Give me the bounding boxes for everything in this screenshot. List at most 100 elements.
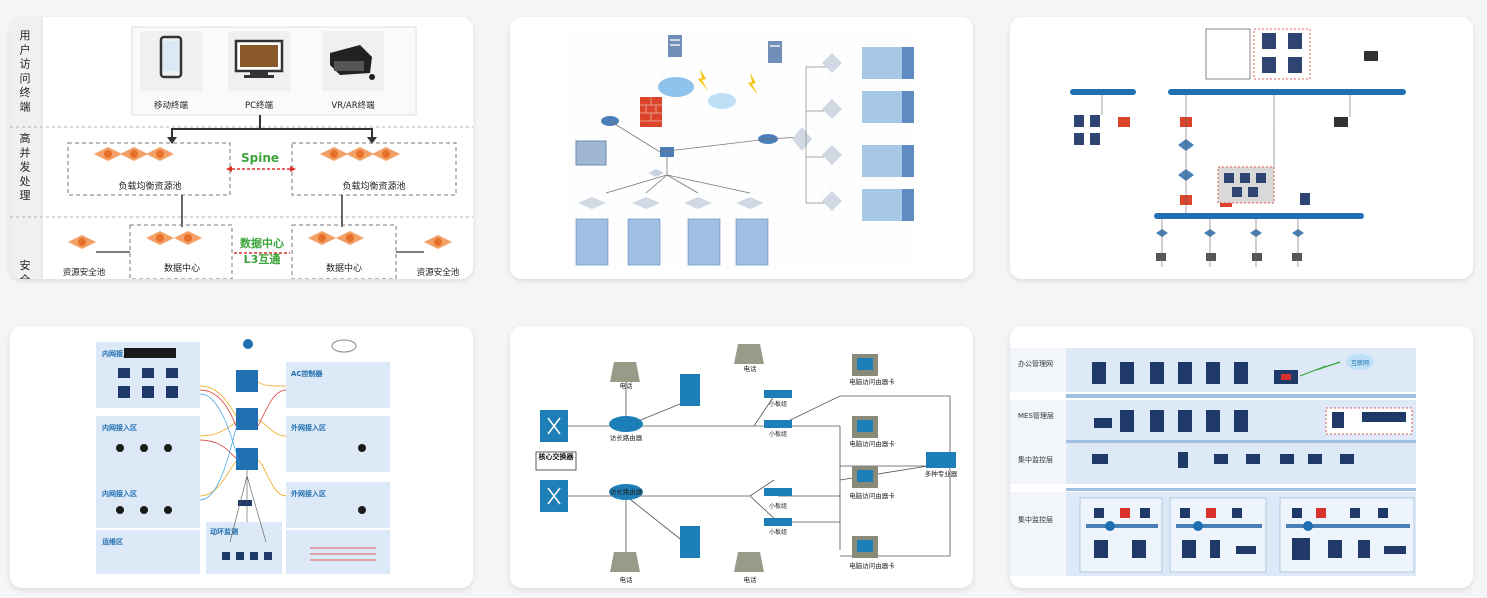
access-card-label-1: 电脑访问由器卡 bbox=[849, 377, 895, 386]
security-pool-label-left: 资源安全池 bbox=[63, 267, 106, 278]
phone-label-4: 电话 bbox=[744, 575, 758, 584]
layer-label-char: 用 bbox=[20, 29, 31, 42]
zone-label-env-monitor: 动环监测 bbox=[210, 527, 238, 536]
server-icon bbox=[768, 41, 782, 63]
monitor-icon bbox=[228, 31, 290, 91]
diagram-card-1[interactable]: 用户访问终端 高并发处理 安全 移动终端 PC终端 VR/AR终端 负载均衡 bbox=[10, 17, 473, 279]
layer-label-security: 安全 bbox=[20, 258, 31, 279]
data-center-icons bbox=[68, 231, 452, 249]
load-balancer-icons-left bbox=[94, 147, 174, 161]
network-diagram-3 bbox=[1070, 28, 1406, 267]
layer-label-char: 安 bbox=[20, 258, 31, 272]
switch-icon bbox=[660, 147, 674, 157]
server-icon bbox=[680, 526, 700, 558]
small-switch-label-2: 小板组 bbox=[769, 430, 787, 438]
server-group-left bbox=[1074, 115, 1100, 145]
architecture-diagram-1: 用户访问终端 高并发处理 安全 移动终端 PC终端 VR/AR终端 负载均衡 bbox=[10, 17, 473, 279]
field-devices bbox=[1094, 508, 1406, 560]
zone-label-intranet-3: 内网接入区 bbox=[102, 489, 137, 498]
phone-label-2: 电话 bbox=[744, 364, 758, 373]
lb-pool-label-right: 负载均衡资源池 bbox=[342, 180, 405, 192]
monitor-icon bbox=[1364, 51, 1378, 61]
access-card-computers bbox=[852, 354, 878, 558]
layer-label-char: 户 bbox=[20, 42, 31, 56]
industrial-network-diagram: 办公管理网 MES管理层 集中监控层 集中监控层 互联网 bbox=[1010, 348, 1416, 576]
layer-label-char: 处 bbox=[20, 175, 31, 188]
router-label-2: 访长路由器 bbox=[610, 487, 643, 496]
sensor-icons bbox=[222, 552, 272, 560]
access-card-label-4: 电脑访问由器卡 bbox=[849, 561, 895, 570]
server-cluster-top bbox=[1262, 33, 1302, 73]
layer-label-user-access: 用户访问终端 bbox=[20, 29, 31, 114]
layer-label-char: 访 bbox=[20, 58, 31, 71]
dc-label-right: 数据中心 bbox=[326, 262, 362, 274]
lb-pool-label-left: 负载均衡资源池 bbox=[118, 180, 181, 192]
zone-label-extranet-2: 外网接入区 bbox=[291, 489, 326, 498]
dc-link-label-2: L3互通 bbox=[244, 253, 281, 266]
small-switch-label-1: 小板组 bbox=[769, 400, 787, 408]
zone-label-extranet-1: 外网接入区 bbox=[291, 423, 326, 432]
vr-headset-icon bbox=[322, 31, 384, 91]
device-label-vr: VR/AR终端 bbox=[331, 100, 375, 111]
zone-label-ops: 运维区 bbox=[102, 537, 123, 546]
layer-label-char: 发 bbox=[20, 160, 31, 174]
core-server-group bbox=[1224, 173, 1266, 197]
small-switch-icons bbox=[764, 390, 792, 526]
device-label-pc: PC终端 bbox=[245, 100, 274, 111]
layer-label-char: 终 bbox=[20, 85, 31, 99]
zone-label-ac: AC控制器 bbox=[291, 369, 324, 378]
distribution-switches bbox=[578, 197, 764, 209]
router-icon bbox=[609, 416, 643, 432]
layer-label-monitor-1: 集中监控层 bbox=[1018, 455, 1053, 464]
layer-label-high-concurrency: 高并发处理 bbox=[20, 131, 31, 202]
access-card-label-2: 电脑访问由器卡 bbox=[849, 439, 895, 448]
diagram-card-3[interactable] bbox=[1010, 17, 1473, 279]
cloud-label: 互联网 bbox=[1351, 359, 1369, 367]
monitor-icon bbox=[1334, 117, 1348, 127]
layer-label-char: 全 bbox=[20, 272, 31, 279]
phone-label-3: 电话 bbox=[620, 575, 634, 584]
diagram-card-5[interactable]: 核心交换器 访长路由器 访长路由器 电话 电话 电话 电话 小板组 小板组 小板… bbox=[510, 326, 973, 588]
dc-label-left: 数据中心 bbox=[164, 262, 200, 274]
diagram-card-6[interactable]: 办公管理网 MES管理层 集中监控层 集中监控层 互联网 bbox=[1010, 326, 1473, 588]
device-label-mobile: 移动终端 bbox=[154, 100, 189, 111]
phone-icon bbox=[610, 344, 764, 572]
user-icons bbox=[116, 444, 366, 514]
firewall-icon bbox=[1118, 117, 1130, 127]
layer-label-office: 办公管理网 bbox=[1018, 359, 1053, 368]
multi-switch-icon bbox=[926, 452, 956, 468]
firewall-icon bbox=[640, 97, 662, 127]
mobile-phone-icon bbox=[140, 31, 202, 91]
cloud-icon bbox=[708, 93, 736, 109]
layer-label-char: 端 bbox=[20, 101, 31, 114]
monitor-devices bbox=[1092, 452, 1354, 468]
phone-label-1: 电话 bbox=[620, 381, 634, 390]
layer-label-char: 并 bbox=[20, 145, 31, 159]
server-icon bbox=[668, 35, 682, 57]
network-diagram-2 bbox=[566, 31, 916, 271]
zone-label-intranet-2: 内网接入区 bbox=[102, 423, 137, 432]
load-balancer-icons-right bbox=[320, 147, 400, 161]
router-label-1: 访长路由器 bbox=[610, 433, 643, 442]
access-devices bbox=[1156, 229, 1304, 261]
layer-label-char: 高 bbox=[20, 131, 31, 145]
telephony-network-diagram: 核心交换器 访长路由器 访长路由器 电话 电话 电话 电话 小板组 小板组 小板… bbox=[535, 344, 958, 584]
layer-label-char: 问 bbox=[20, 72, 31, 85]
core-switch-icon bbox=[540, 410, 568, 512]
spine-label: Spine bbox=[241, 151, 279, 165]
core-switch-label: 核心交换器 bbox=[539, 452, 575, 461]
layer-label-monitor-2: 集中监控层 bbox=[1018, 515, 1053, 524]
cloud-icon bbox=[658, 77, 694, 97]
small-switch-label-4: 小板组 bbox=[769, 528, 787, 536]
layer-label-mes: MES管理层 bbox=[1018, 411, 1054, 420]
network-zone-diagram: 内网接入区 内网接入区 内网接入区 运维区 AC控制器 外网接入区 外网接入区 … bbox=[96, 339, 390, 574]
router-icon bbox=[609, 484, 643, 500]
zone-label-intranet-1: 内网接入区 bbox=[102, 349, 137, 358]
access-card-label-3: 电脑访问由器卡 bbox=[849, 491, 895, 500]
layer-label-char: 理 bbox=[20, 189, 31, 202]
device-icon bbox=[124, 348, 176, 358]
office-servers bbox=[1092, 362, 1248, 384]
diagram-card-4[interactable]: 内网接入区 内网接入区 内网接入区 运维区 AC控制器 外网接入区 外网接入区 … bbox=[10, 326, 473, 588]
core-switches bbox=[236, 370, 258, 506]
diagram-card-2[interactable] bbox=[510, 17, 973, 279]
